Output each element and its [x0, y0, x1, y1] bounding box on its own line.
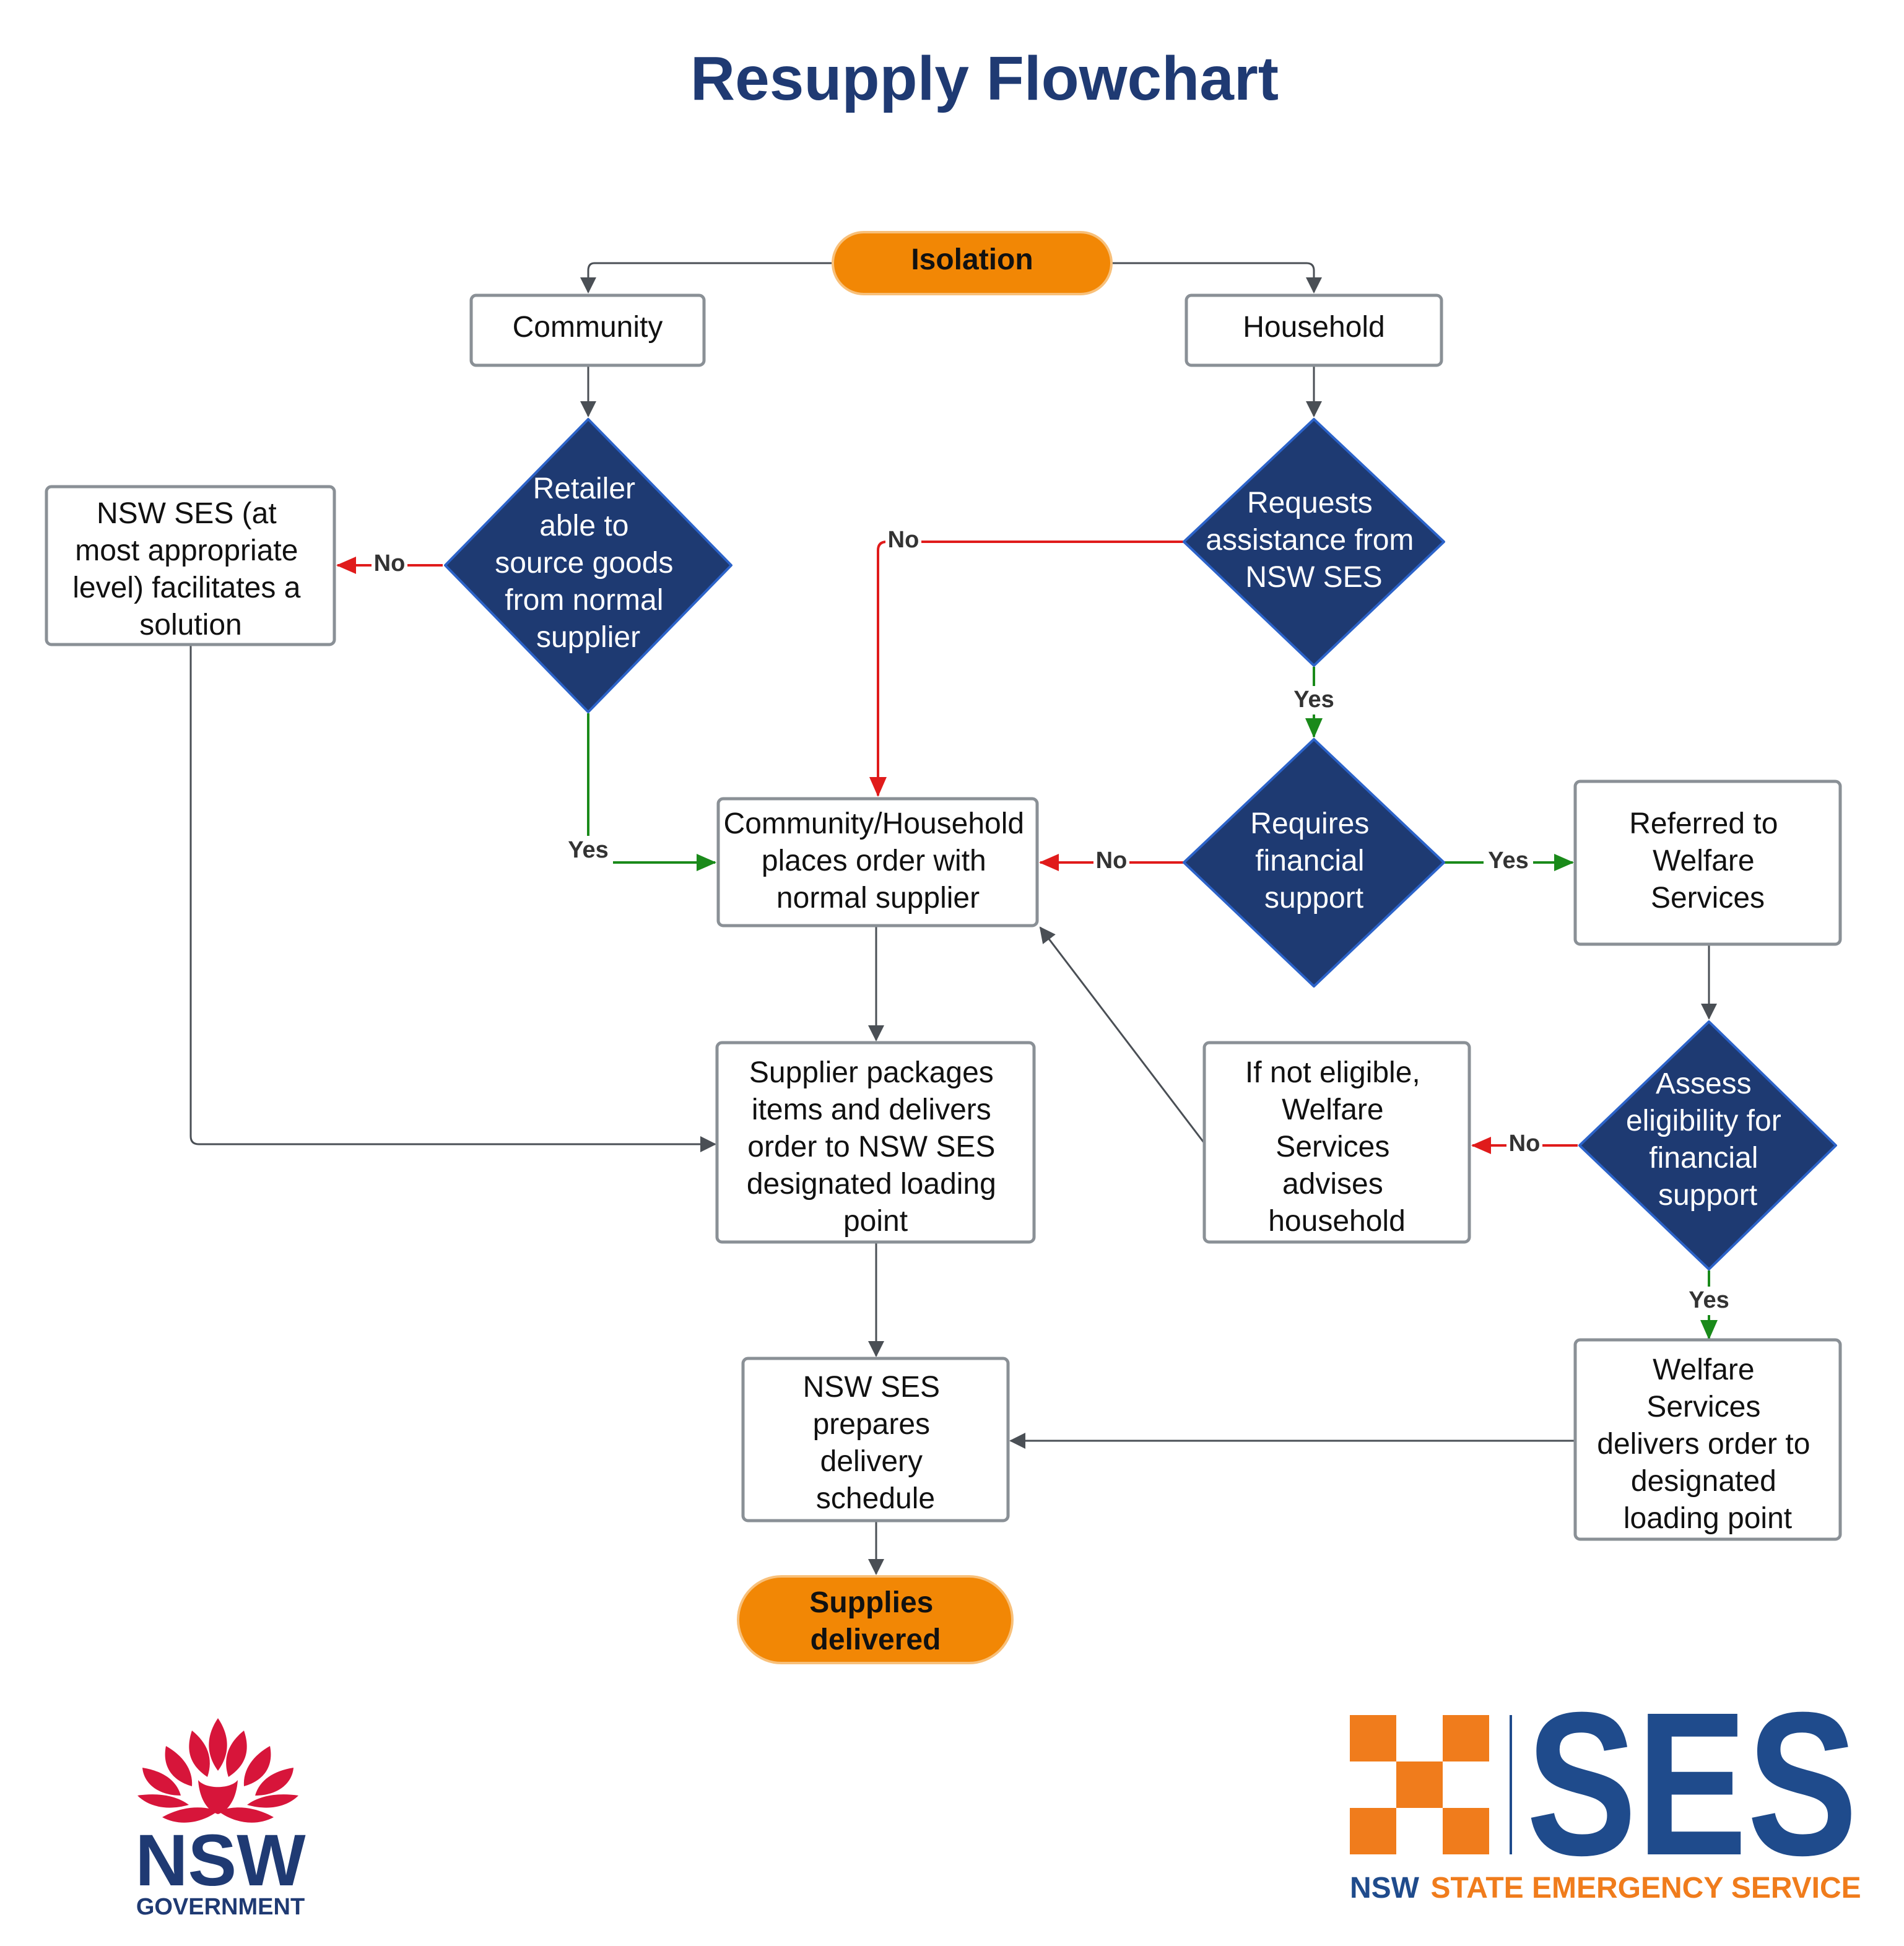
edge-requests-no — [869, 541, 1184, 797]
node-requests-assistance: Requests assistance from NSW SES — [1183, 418, 1445, 667]
node-isolation: Isolation — [832, 231, 1113, 295]
svg-text:Referred to Welfare: Referred to Welfare Services — [1629, 807, 1786, 914]
node-supplies-delivered: Supplies delivered — [737, 1575, 1014, 1664]
svg-text:If not eligible, Welfa: If not eligible, Welfare Services advise… — [1245, 1056, 1428, 1238]
ses-logo-sub: NSW STATE EMERGENCY SERVICE — [1350, 1872, 1861, 1905]
nsw-logo-word: NSW — [135, 1820, 306, 1901]
ses-checker-icon — [1350, 1715, 1489, 1854]
ses-divider — [1510, 1715, 1512, 1854]
edge-isolation-household — [1111, 262, 1322, 293]
edge-isolation-community — [580, 262, 833, 293]
edge-label-financial-no: No — [1096, 848, 1128, 874]
page-title: Resupply Flowchart — [690, 44, 1279, 113]
svg-text:Household: Household — [1243, 311, 1385, 344]
svg-text:Community/Household pl: Community/Household places order with no… — [724, 807, 1033, 914]
node-welfare-delivers: Welfare Services delivers order to desig… — [1573, 1338, 1842, 1541]
svg-text:Isolation: Isolation — [911, 243, 1033, 276]
node-not-eligible: If not eligible, Welfare Services advise… — [1202, 1041, 1471, 1244]
node-nsw-ses-facilitates: NSW SES (at most appropriate level) faci… — [45, 485, 336, 646]
svg-text:NSW SES prepares: NSW SES prepares delivery schedule — [803, 1371, 949, 1515]
node-requires-financial: Requires financial support — [1183, 738, 1445, 988]
edge-label-requests-no: No — [888, 527, 919, 553]
node-retailer-decision: Retailer able to source goods from norma… — [444, 418, 732, 713]
node-supplier-packages: Supplier packages items and delivers ord… — [715, 1041, 1036, 1244]
waratah-icon — [137, 1718, 298, 1823]
nsw-government-logo: NSW GOVERNMENT — [135, 1718, 306, 1920]
svg-text:Retailer able to: Retailer able to source goods from norma… — [495, 472, 682, 654]
edge-label-retailer-yes: Yes — [568, 837, 609, 863]
edge-noteligible-order — [1039, 926, 1205, 1143]
nodes: Isolation Community Household Retailer a… — [45, 231, 1842, 1664]
svg-text:Community: Community — [513, 311, 663, 344]
node-places-order: Community/Household places order with no… — [716, 797, 1039, 927]
node-household: Household — [1185, 293, 1443, 367]
ses-logo-word: SES — [1526, 1669, 1858, 1898]
node-assess-eligibility: Assess eligibility for financial support — [1578, 1020, 1837, 1271]
nsw-logo-sub: GOVERNMENT — [136, 1894, 305, 1920]
svg-text:Welfare Services: Welfare Services delivers order to desig… — [1597, 1353, 1819, 1535]
svg-text:Requires financial: Requires financial support — [1250, 807, 1377, 914]
svg-text:NSW SES (at most appro: NSW SES (at most appropriate level) faci… — [72, 497, 309, 641]
svg-text:Requests assistance fr: Requests assistance from NSW SES — [1206, 487, 1422, 594]
edge-facilitates-supplier — [189, 645, 716, 1152]
edge-label-requests-yes: Yes — [1293, 687, 1334, 713]
edge-labels: No Yes No Yes No Yes No Yes — [372, 526, 1734, 1315]
node-community: Community — [469, 293, 706, 367]
ses-logo: SES NSW STATE EMERGENCY SERVICE — [1350, 1669, 1861, 1905]
edge-label-eligibility-no: No — [1509, 1131, 1541, 1157]
node-referred-welfare: Referred to Welfare Services — [1573, 780, 1842, 946]
edge-label-financial-yes: Yes — [1488, 848, 1529, 874]
edge-label-eligibility-yes: Yes — [1689, 1287, 1729, 1313]
svg-text:Assess eligibility for: Assess eligibility for financial support — [1626, 1067, 1789, 1212]
svg-text:Supplier packages item: Supplier packages items and delivers ord… — [747, 1056, 1004, 1238]
svg-text:Supplies delivered: Supplies delivered — [809, 1586, 941, 1656]
node-prepares-schedule: NSW SES prepares delivery schedule — [741, 1357, 1010, 1522]
edge-label-retailer-no: No — [374, 550, 406, 576]
